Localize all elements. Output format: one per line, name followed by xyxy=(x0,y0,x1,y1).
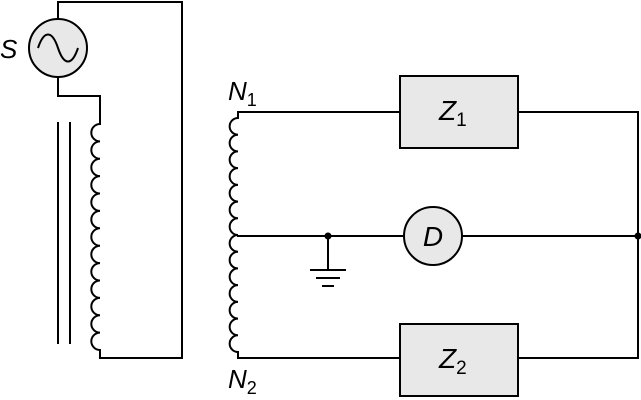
impedance-z1: Z1 xyxy=(399,75,519,149)
bridge-wiring xyxy=(237,111,641,359)
detector: D xyxy=(403,206,463,266)
sine-wave-icon xyxy=(37,33,79,63)
n1-label: N1 xyxy=(228,76,257,110)
z2-label: Z2 xyxy=(438,343,467,379)
primary-winding xyxy=(90,120,101,358)
source-label: S xyxy=(0,34,18,64)
z1-label: Z1 xyxy=(438,95,467,131)
junction-dot-right xyxy=(634,232,641,240)
impedance-z2: Z2 xyxy=(399,323,519,397)
n2-label: N2 xyxy=(228,364,257,398)
primary-wire-lead xyxy=(57,77,101,121)
ground-icon xyxy=(310,269,346,287)
detector-label: D xyxy=(423,221,443,252)
primary-circuit: S xyxy=(0,1,183,359)
primary-wire-top xyxy=(57,1,183,359)
junction-dot-ground xyxy=(324,232,332,240)
secondary-winding xyxy=(228,112,239,358)
